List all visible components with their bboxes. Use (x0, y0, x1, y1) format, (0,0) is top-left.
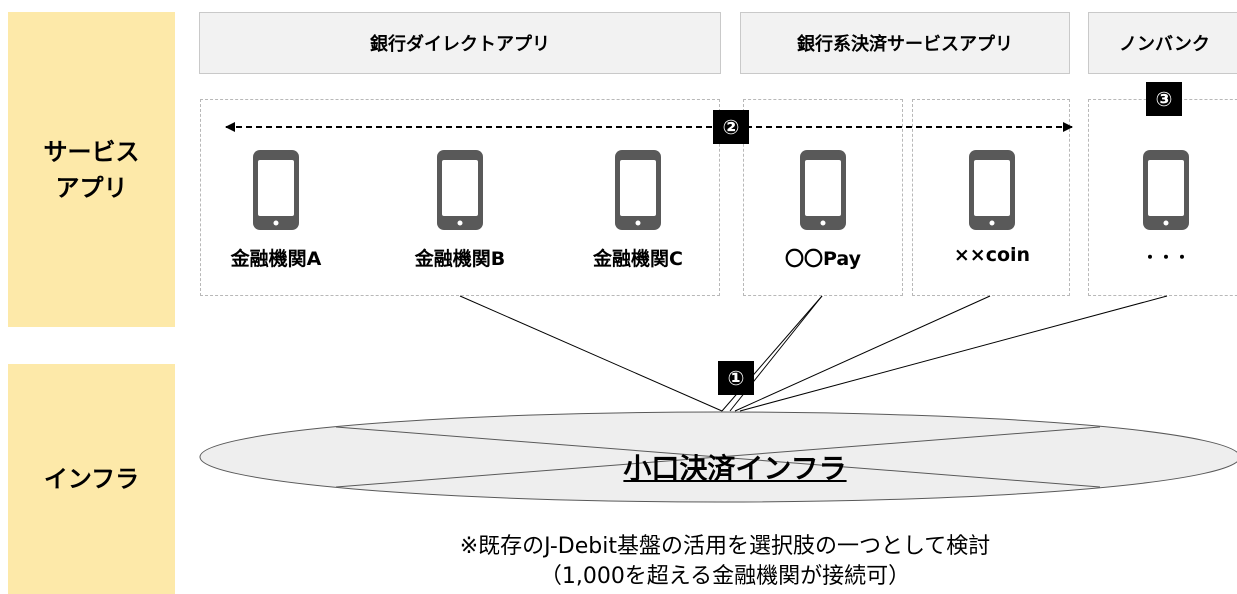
app-nonbank-other: ・・・ (1096, 150, 1236, 268)
row-label-service-app: サービス アプリ (8, 12, 175, 327)
smartphone-icon (615, 150, 661, 230)
smartphone-icon (1143, 150, 1189, 230)
connection-line (739, 295, 1168, 412)
badge-interop: ② (713, 110, 749, 144)
connection-line (459, 295, 723, 412)
group-payment-app-coin (912, 99, 1070, 296)
row-label-service-line2: アプリ (55, 173, 128, 202)
header-nonbank: ノンバンク (1088, 12, 1237, 74)
header-bank-payment-app: 銀行系決済サービスアプリ (740, 12, 1070, 74)
header-bank-direct-app: 銀行ダイレクトアプリ (199, 12, 721, 74)
row-label-infra-text: インフラ (43, 465, 140, 493)
header-bank-payment-label: 銀行系決済サービスアプリ (797, 34, 1013, 55)
ellipse-cross-line (335, 426, 1101, 488)
app-label: 金融機関C (593, 248, 683, 270)
header-bank-direct-label: 銀行ダイレクトアプリ (370, 34, 550, 55)
app-label: 金融機関B (414, 248, 506, 270)
group-bank-direct-apps (200, 99, 720, 296)
infra-note-line2: （1,000を超える金融機関が接続可） (539, 564, 911, 589)
smartphone-icon (969, 150, 1015, 230)
row-label-service-line1: サービス (43, 137, 140, 166)
app-financial-institution-c: 金融機関C (568, 150, 708, 271)
app-label: 金融機関A (230, 248, 322, 270)
app-label: ××coin (953, 244, 1031, 266)
app-xx-coin: ××coin (922, 150, 1062, 266)
app-oo-pay: 〇〇Pay (753, 150, 893, 271)
header-nonbank-label: ノンバンク (1119, 34, 1210, 55)
app-financial-institution-a: 金融機関A (206, 150, 346, 271)
badge-connection: ① (718, 361, 754, 395)
badge-nonbank: ③ (1146, 82, 1182, 116)
app-financial-institution-b: 金融機関B (390, 150, 530, 271)
smartphone-icon (253, 150, 299, 230)
smartphone-icon (437, 150, 483, 230)
connection-line (734, 295, 991, 412)
smartphone-icon (800, 150, 846, 230)
row-label-infra: インフラ (8, 364, 175, 594)
infra-note-line1: ※既存のJ-Debit基盤の活用を選択肢の一つとして検討 (459, 534, 991, 559)
infra-title: 小口決済インフラ (623, 452, 847, 485)
app-label: 〇〇Pay (784, 248, 862, 270)
app-label: ・・・ (1141, 248, 1190, 267)
group-payment-app-pay (743, 99, 903, 296)
